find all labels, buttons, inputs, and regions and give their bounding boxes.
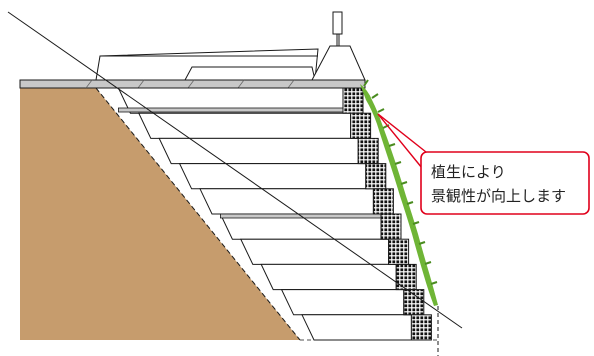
- vegetation-strip: [360, 79, 438, 306]
- callout-text-line1: 植生により: [431, 163, 506, 181]
- drainage-boundary-line: [95, 87, 301, 341]
- reinforcement-layer: [240, 238, 390, 265]
- reinforcement-layer: [280, 289, 405, 316]
- face-block: [372, 188, 394, 215]
- face-block: [388, 238, 410, 265]
- pavement-hatch: [85, 79, 295, 89]
- reinforcement-layer: [301, 314, 412, 341]
- reinforcement-layer: [178, 163, 367, 190]
- callout-box: 植生により 景観性が向上します: [420, 151, 590, 215]
- soil-backfill: [20, 88, 300, 340]
- reinforcement-layer: [199, 188, 374, 215]
- reinforcement-layer: [158, 137, 359, 165]
- reinforcement-layers: [117, 87, 412, 341]
- callout-text-line2: 景観性が向上します: [431, 187, 566, 205]
- face-block: [395, 263, 417, 291]
- slope-reference-line: [7, 11, 463, 329]
- wall-face-blocks: [342, 87, 432, 341]
- callout-leader: [377, 113, 427, 169]
- face-block: [410, 314, 432, 341]
- face-block: [380, 213, 402, 240]
- face-block: [342, 87, 364, 114]
- face-block: [365, 163, 387, 190]
- face-block: [350, 112, 372, 139]
- vehicle-outline: [95, 48, 319, 81]
- face-block: [403, 289, 425, 316]
- road-pavement: [19, 79, 366, 89]
- face-block: [357, 137, 379, 165]
- reinforcement-layer: [138, 112, 352, 139]
- geogrid-band: [118, 107, 344, 113]
- guard-post: [311, 11, 366, 81]
